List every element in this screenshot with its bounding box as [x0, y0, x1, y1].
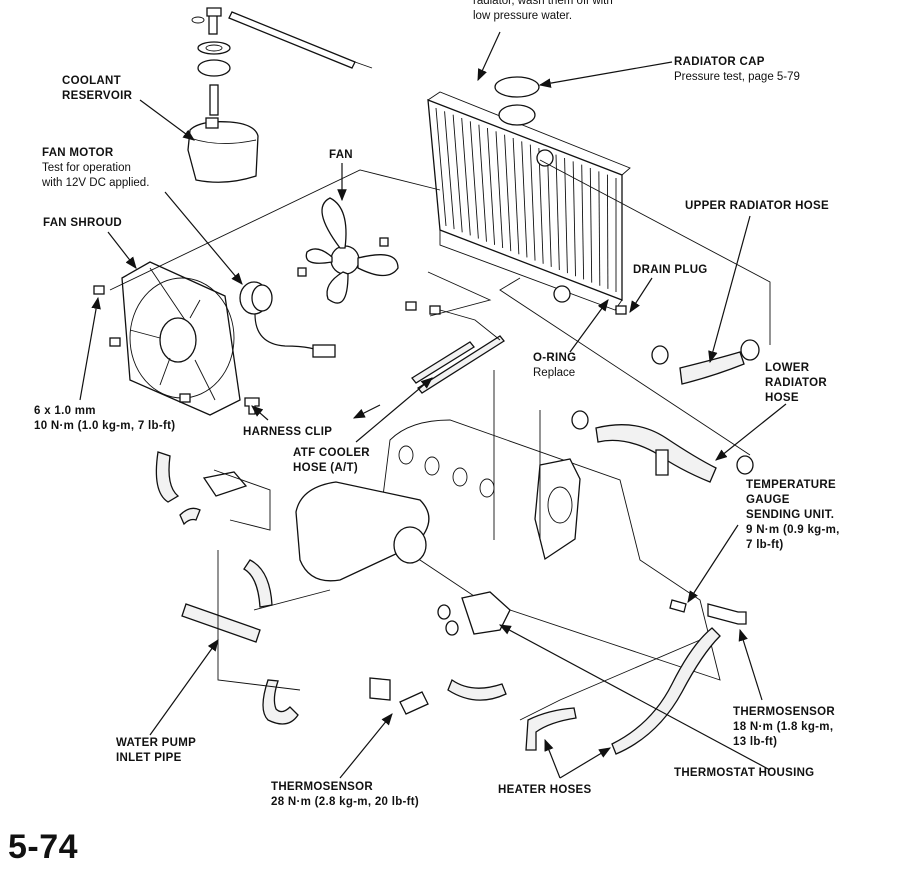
fasteners: [93, 237, 627, 415]
radiator-fin: [564, 157, 568, 274]
label-fan-shroud: FAN SHROUD: [43, 216, 122, 231]
radiator-fin: [538, 147, 544, 264]
fan-motor-part: [239, 281, 336, 358]
label-water-pump-inlet-pipe: WATER PUMP INLET PIPE: [116, 736, 196, 766]
atf-cooler-hose-part: [411, 309, 505, 394]
label-o-ring: O-RING Replace: [533, 351, 576, 381]
label-heater-hoses: HEATER HOSES: [498, 783, 591, 798]
lower-radiator-hose-title-1: LOWER: [765, 362, 810, 374]
label-fan-motor: FAN MOTOR Test for operation with 12V DC…: [42, 146, 149, 191]
radiator-fin: [529, 144, 536, 261]
top-note-line-1: radiator, wash them off with: [473, 0, 613, 7]
bolt-spec-size: 6 x 1.0 mm: [34, 405, 96, 417]
thermosensor-right-spec-2: 13 lb-ft): [733, 736, 778, 748]
temp-gauge-spec-1: 9 N·m (0.9 kg-m,: [746, 524, 840, 536]
coolant-reservoir-title-2: RESERVOIR: [62, 90, 133, 102]
atf-cooler-hose-title-2: HOSE (A/T): [293, 462, 358, 474]
temp-gauge-spec-2: 7 lb-ft): [746, 539, 784, 551]
radiator-fin: [452, 114, 463, 233]
label-thermosensor-right: THERMOSENSOR 18 N·m (1.8 kg-m, 13 lb-ft): [733, 705, 835, 750]
assembly-guide-lines: [109, 61, 771, 721]
radiator-fin: [546, 151, 552, 267]
radiator-fin: [572, 161, 576, 277]
o-ring-title: O-RING: [533, 352, 577, 364]
leader-lines: [79, 31, 787, 779]
label-radiator-cap: RADIATOR CAP Pressure test, page 5-79: [674, 55, 800, 85]
fan-motor-note-2: with 12V DC applied.: [42, 177, 150, 189]
drain-plug-title: DRAIN PLUG: [633, 264, 708, 276]
fan-motor-title: FAN MOTOR: [42, 147, 114, 159]
fan-shroud-title: FAN SHROUD: [43, 217, 123, 229]
thermosensor-right-spec-1: 18 N·m (1.8 kg-m,: [733, 721, 834, 733]
label-fan: FAN: [329, 148, 353, 163]
heater-hoses-part: [447, 627, 721, 755]
page-number: 5-74: [8, 828, 79, 866]
radiator-fin: [555, 154, 560, 271]
upper-radiator-hose-title: UPPER RADIATOR HOSE: [685, 200, 829, 212]
radiator-fin: [444, 111, 455, 230]
radiator-fin: [521, 141, 528, 258]
radiator-fin: [486, 127, 496, 245]
coolant-reservoir-part: [187, 117, 259, 183]
label-atf-cooler-hose: ATF COOLER HOSE (A/T): [293, 446, 370, 476]
radiator-fin: [581, 164, 585, 280]
harness-clip-title: HARNESS CLIP: [243, 426, 333, 438]
label-thermosensor-bottom: THERMOSENSOR 28 N·m (2.8 kg-m, 20 lb-ft): [271, 780, 419, 810]
radiator-fin: [469, 121, 479, 239]
thermosensor-bottom-spec: 28 N·m (2.8 kg-m, 20 lb-ft): [271, 796, 420, 808]
radiator-cap-title: RADIATOR CAP: [674, 56, 765, 68]
lower-radiator-hose-title-2: RADIATOR: [765, 377, 828, 389]
lower-radiator-hose-part: [571, 410, 754, 483]
atf-cooler-hose-title-1: ATF COOLER: [293, 447, 370, 459]
bypass-hoses-part: [155, 451, 391, 725]
radiator-fin: [598, 171, 601, 286]
fan-motor-note-1: Test for operation: [42, 162, 131, 174]
temp-gauge-title-2: GAUGE: [746, 494, 790, 506]
temp-gauge-title-1: TEMPERATURE: [746, 479, 836, 491]
water-pump-inlet-pipe-title-1: WATER PUMP: [116, 737, 197, 749]
temp-gauge-title-3: SENDING UNIT.: [746, 509, 835, 521]
o-ring-note: Replace: [533, 367, 576, 379]
label-lower-radiator-hose: LOWER RADIATOR HOSE: [765, 361, 827, 406]
radiator-part: [427, 76, 631, 311]
top-note-line-2: low pressure water.: [473, 10, 573, 22]
radiator-fin: [435, 107, 447, 227]
radiator-fin: [495, 131, 504, 249]
fan-part: [305, 197, 399, 304]
upper-radiator-hose-part: [651, 339, 760, 385]
water-pump-inlet-pipe-title-2: INLET PIPE: [116, 752, 182, 764]
radiator-fin: [504, 134, 512, 252]
label-bolt-spec: 6 x 1.0 mm 10 N·m (1.0 kg-m, 7 lb-ft): [34, 404, 175, 434]
label-drain-plug: DRAIN PLUG: [633, 263, 708, 278]
lower-radiator-hose-title-3: HOSE: [765, 392, 799, 404]
top-note: radiator, wash them off with low pressur…: [473, 0, 613, 24]
radiator-fin: [478, 124, 487, 242]
thermosensor-bottom-title: THERMOSENSOR: [271, 781, 373, 793]
coolant-reservoir-title-1: COOLANT: [62, 75, 121, 87]
sensors-part: [399, 599, 747, 715]
label-upper-radiator-hose: UPPER RADIATOR HOSE: [685, 199, 829, 214]
engine-block-part: [295, 419, 721, 681]
fan-title: FAN: [329, 149, 353, 161]
thermostat-housing-part: [437, 591, 511, 636]
thermosensor-right-title: THERMOSENSOR: [733, 706, 835, 718]
radiator-cap-note: Pressure test, page 5-79: [674, 71, 800, 83]
radiator-fin: [461, 117, 471, 236]
label-temp-gauge-sending-unit: TEMPERATURE GAUGE SENDING UNIT. 9 N·m (0…: [746, 478, 840, 553]
label-thermostat-housing: THERMOSTAT HOUSING: [674, 766, 814, 781]
heater-hoses-title: HEATER HOSES: [498, 784, 592, 796]
bolt-spec-torque: 10 N·m (1.0 kg-m, 7 lb-ft): [34, 420, 176, 432]
fan-shroud-part: [121, 261, 241, 416]
label-coolant-reservoir: COOLANT RESERVOIR: [62, 74, 132, 104]
radiator-fin: [512, 137, 520, 255]
reservoir-cap-assembly: [191, 7, 356, 116]
label-harness-clip: HARNESS CLIP: [243, 425, 332, 440]
thermostat-housing-title: THERMOSTAT HOUSING: [674, 767, 815, 779]
